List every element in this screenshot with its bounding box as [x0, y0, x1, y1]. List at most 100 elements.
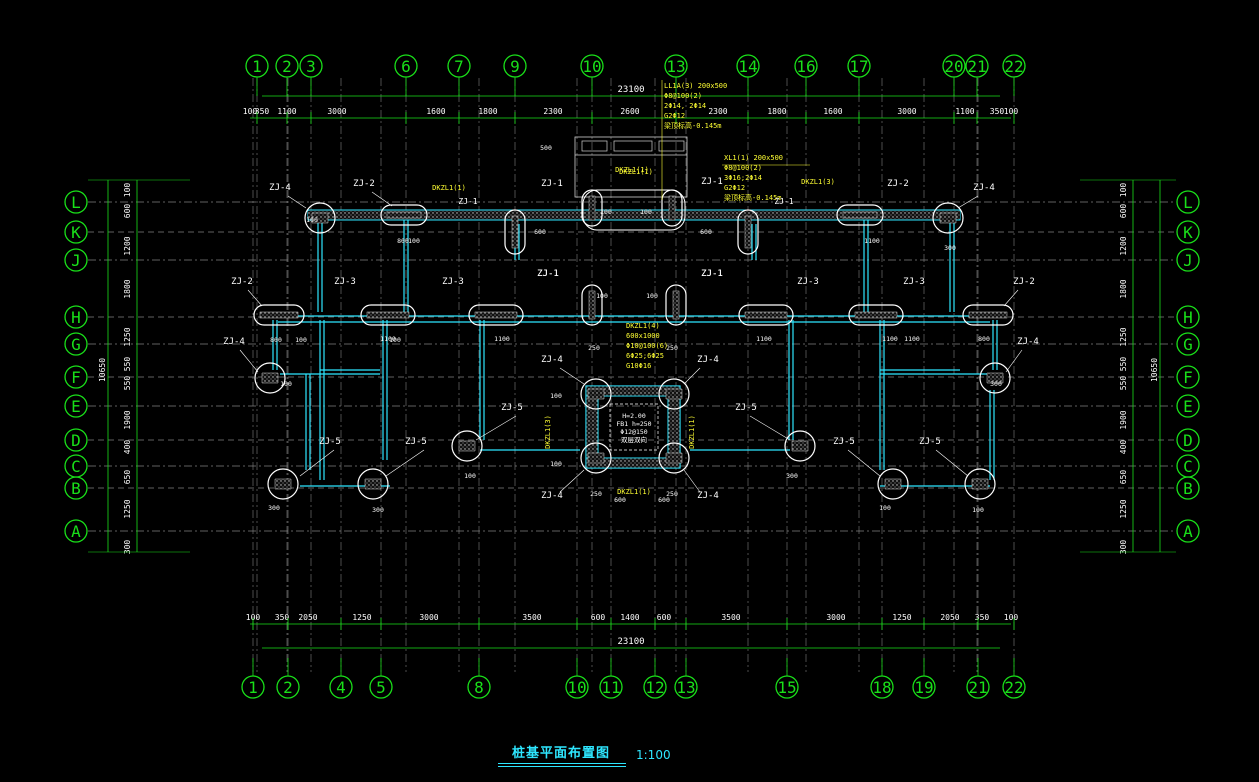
axis-bubble-right-label: D [1183, 431, 1193, 450]
pile-cap-zj5 [877, 468, 909, 500]
axis-bubble-right-circle [1176, 365, 1200, 389]
local-dim: 1100 [904, 335, 920, 343]
right-dim: 300 [1119, 540, 1128, 555]
pile-cap-zj2-t [380, 204, 428, 226]
left-dim: 400 [123, 440, 132, 455]
pit-note: FB1 h=250 [616, 420, 651, 428]
axis-bubble-left-circle [64, 220, 88, 244]
local-dim: 100 [389, 336, 401, 344]
local-dim: 100 [306, 216, 318, 224]
local-dim: 300 [372, 506, 384, 514]
axis-bubble-left-circle [64, 305, 88, 329]
axis-bubble-left-circle [64, 428, 88, 452]
pile-cap-zj4-bar [665, 452, 683, 464]
axis-bubble-top-label: 13 [666, 57, 685, 76]
dim-top: 100 [243, 107, 258, 116]
local-dim: 1100 [864, 237, 880, 245]
cap-leader [247, 289, 263, 307]
axis-bubble-bottom-label: 10 [567, 678, 586, 697]
beam-label: DKZL1(3) [801, 178, 835, 186]
left-dim: 1900 [123, 410, 132, 429]
local-dim: 600 [658, 496, 670, 504]
pile-cap-zj4-bar [587, 452, 605, 464]
pile-cap-label: ZJ-5 [919, 437, 941, 447]
axis-bubble-right-label: B [1183, 479, 1193, 498]
axis-bubble-right-circle [1176, 248, 1200, 272]
pile-cap-zj4-bar [665, 388, 683, 400]
local-dim: 1100 [380, 335, 396, 343]
left-dim: 550 [123, 357, 132, 372]
beam-label: DKZL1(3) [544, 415, 552, 449]
axis-bubble-top-label: 14 [738, 57, 757, 76]
local-dim: 300 [944, 244, 956, 252]
left-dim: 550 [123, 376, 132, 391]
pile-cap-label: ZJ-4 [697, 355, 719, 365]
stair-window-2 [613, 140, 653, 152]
pile-cap-zj3-bar [744, 311, 788, 319]
local-dim: 1100 [756, 335, 772, 343]
cap-leader [299, 449, 335, 477]
top-beam-hatch [308, 211, 960, 219]
axis-bubble-left-label: D [71, 431, 81, 450]
dim-bottom: 3000 [826, 613, 845, 622]
pit-note: 双层双向 [621, 435, 647, 444]
pile-cap-label: ZJ-4 [697, 491, 719, 501]
dim-top: 1600 [426, 107, 445, 116]
dim-top: 1800 [478, 107, 497, 116]
pile-cap-zj2-r [962, 304, 1014, 326]
pile-cap-zj1 [504, 209, 526, 255]
axis-bubble-right-label: J [1183, 251, 1193, 270]
cap-leader [559, 469, 585, 493]
axis-bubble-right-label: A [1183, 522, 1193, 541]
pit-note: Φ12@150 [620, 428, 647, 436]
mid-beam-note: Φ10@100(6) [626, 342, 668, 350]
pile-cap-zj1 [737, 209, 759, 255]
axis-bubble-left-circle [64, 365, 88, 389]
right-dim: 600 [1119, 204, 1128, 219]
left-dim: 600 [123, 204, 132, 219]
cap-leader [287, 195, 307, 209]
cap-leader [239, 349, 259, 373]
dim-bottom: 2050 [940, 613, 959, 622]
axis-bubble-bottom-label: 11 [601, 678, 620, 697]
pile-cap-zj3 [468, 304, 524, 326]
local-dim: 100 [408, 237, 420, 245]
pile-cap-zj3-bar [474, 311, 518, 319]
axis-bubble-right-label: F [1183, 368, 1193, 387]
axis-bubble-top-label: 1 [252, 57, 262, 76]
pile-cap-zj5 [357, 468, 389, 500]
axis-bubble-bottom-label: 22 [1004, 678, 1023, 697]
axis-bubble-left-label: C [71, 457, 81, 476]
axis-bubble-left-label: G [71, 335, 81, 354]
title-underline-2 [498, 766, 626, 767]
local-dim: 250 [588, 344, 600, 352]
local-dim: 500 [540, 144, 552, 152]
pile-cap-label: ZJ-3 [797, 277, 819, 287]
left-dim-total: 10650 [98, 358, 107, 382]
mid-beam-note: 600x1000 [626, 332, 660, 340]
axis-bubble-top-label: 20 [944, 57, 963, 76]
local-dim: 100 [550, 392, 562, 400]
local-dim: 800 [978, 335, 990, 343]
dim-bottom: 3500 [721, 613, 740, 622]
pile-cap-label: ZJ-4 [223, 337, 245, 347]
axis-bubble-bottom-label: 8 [474, 678, 484, 697]
pile-cap-label: ZJ-1 [701, 269, 723, 279]
dim-bottom: 350 [275, 613, 290, 622]
top-beam-note: G2Φ12 [664, 112, 685, 120]
axis-bubble-bottom-label: 18 [872, 678, 891, 697]
axis-bubble-right-circle [1176, 305, 1200, 329]
beam-label: DKZL1(1) [432, 184, 466, 192]
drawing-scale: 1:100 [636, 748, 671, 762]
dim-top: 1600 [823, 107, 842, 116]
title-underline [498, 763, 626, 764]
pile-cap-zj4-bar [986, 372, 1004, 384]
local-dim: 100 [464, 472, 476, 480]
local-dim: 1100 [494, 335, 510, 343]
axis-bubble-bottom-label: 15 [777, 678, 796, 697]
pile-cap-label: ZJ-1 [537, 269, 559, 279]
dim-bottom: 600 [657, 613, 672, 622]
pile-cap-zj1 [581, 189, 603, 227]
top-beam-note: 2Φ14, 2Φ14 [664, 102, 706, 110]
drawing-title: 桩基平面布置图 [512, 746, 611, 761]
